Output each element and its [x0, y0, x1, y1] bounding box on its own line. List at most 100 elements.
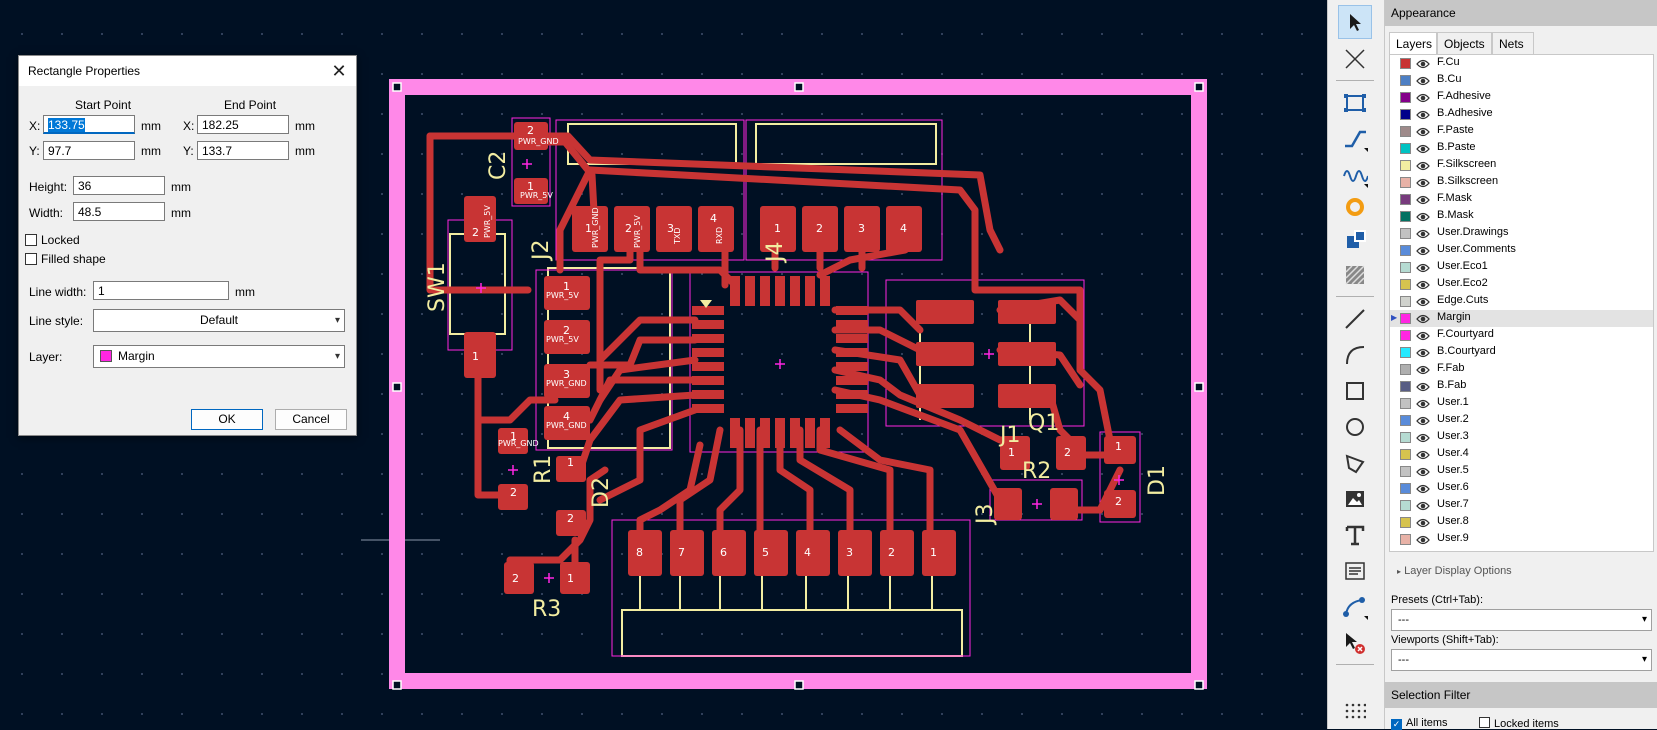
draw-circle-button[interactable]	[1338, 410, 1372, 444]
eye-icon[interactable]	[1416, 448, 1430, 462]
layer-row[interactable]: B.Courtyard	[1390, 344, 1653, 361]
layer-color-swatch[interactable]	[1400, 211, 1411, 222]
layer-row[interactable]: User.Comments	[1390, 242, 1653, 259]
tab-layers[interactable]: Layers	[1389, 32, 1437, 55]
layer-color-swatch[interactable]	[1400, 466, 1411, 477]
layer-color-swatch[interactable]	[1400, 415, 1411, 426]
layer-color-swatch[interactable]	[1400, 143, 1411, 154]
eye-icon[interactable]	[1416, 499, 1430, 513]
layer-color-swatch[interactable]	[1400, 245, 1411, 256]
layer-color-swatch[interactable]	[1400, 279, 1411, 290]
layer-row[interactable]: B.Adhesive	[1390, 106, 1653, 123]
layer-row[interactable]: User.2	[1390, 412, 1653, 429]
layer-row[interactable]: User.5	[1390, 463, 1653, 480]
layer-color-swatch[interactable]	[1400, 109, 1411, 120]
eye-icon[interactable]	[1416, 261, 1430, 275]
add-via-button[interactable]	[1338, 190, 1372, 224]
layer-row[interactable]: B.Fab	[1390, 378, 1653, 395]
add-dimension-button[interactable]	[1338, 590, 1372, 624]
add-footprint-button[interactable]	[1338, 86, 1372, 120]
layer-color-swatch[interactable]	[1400, 262, 1411, 273]
close-icon[interactable]: ✕	[331, 61, 347, 81]
tune-length-button[interactable]	[1338, 158, 1372, 192]
height-input[interactable]: 36	[73, 176, 165, 195]
layer-row[interactable]: User.3	[1390, 429, 1653, 446]
eye-icon[interactable]	[1416, 159, 1430, 173]
eye-icon[interactable]	[1416, 108, 1430, 122]
dialog-titlebar[interactable]: Rectangle Properties ✕	[19, 56, 356, 86]
layer-row[interactable]: User.Eco1	[1390, 259, 1653, 276]
eye-icon[interactable]	[1416, 176, 1430, 190]
eye-icon[interactable]	[1416, 397, 1430, 411]
layer-color-swatch[interactable]	[1400, 381, 1411, 392]
draw-polygon-button[interactable]	[1338, 446, 1372, 480]
draw-rectangle-button[interactable]	[1338, 374, 1372, 408]
end-y-input[interactable]: 133.7	[197, 141, 289, 160]
filter-locked-items[interactable]: Locked items	[1479, 717, 1559, 730]
layer-color-swatch[interactable]	[1400, 194, 1411, 205]
eye-icon[interactable]	[1416, 295, 1430, 309]
layer-select[interactable]: Margin ▾	[93, 345, 345, 368]
eye-icon[interactable]	[1416, 193, 1430, 207]
layer-row[interactable]: F.Fab	[1390, 361, 1653, 378]
layer-color-swatch[interactable]	[1400, 330, 1411, 341]
eye-icon[interactable]	[1416, 482, 1430, 496]
layer-color-swatch[interactable]	[1400, 449, 1411, 460]
locked-checkbox[interactable]	[25, 234, 37, 246]
eye-icon[interactable]	[1416, 244, 1430, 258]
select-tool-button[interactable]	[1338, 5, 1372, 39]
add-image-button[interactable]	[1338, 482, 1372, 516]
layer-color-swatch[interactable]	[1400, 432, 1411, 443]
eye-icon[interactable]	[1416, 278, 1430, 292]
draw-arc-button[interactable]	[1338, 338, 1372, 372]
cancel-button[interactable]: Cancel	[275, 409, 347, 430]
layer-color-swatch[interactable]	[1400, 296, 1411, 307]
width-input[interactable]: 48.5	[73, 202, 165, 221]
tab-nets[interactable]: Nets	[1492, 32, 1534, 54]
eye-icon[interactable]	[1416, 227, 1430, 241]
layer-color-swatch[interactable]	[1400, 364, 1411, 375]
eye-icon[interactable]	[1416, 57, 1430, 71]
layer-row[interactable]: B.Cu	[1390, 72, 1653, 89]
add-text-button[interactable]	[1338, 518, 1372, 552]
layer-row[interactable]: F.Paste	[1390, 123, 1653, 140]
end-x-input[interactable]: 182.25	[197, 115, 289, 134]
layer-color-swatch[interactable]	[1400, 92, 1411, 103]
layer-color-swatch[interactable]	[1400, 177, 1411, 188]
eye-icon[interactable]	[1416, 465, 1430, 479]
layer-row[interactable]: User.4	[1390, 446, 1653, 463]
tab-objects[interactable]: Objects	[1437, 32, 1492, 54]
add-textbox-button[interactable]	[1338, 554, 1372, 588]
line-style-select[interactable]: Default ▾	[93, 309, 345, 332]
eye-icon[interactable]	[1416, 516, 1430, 530]
layer-row[interactable]: B.Silkscreen	[1390, 174, 1653, 191]
line-width-input[interactable]: 1	[93, 281, 229, 300]
ok-button[interactable]: OK	[191, 409, 263, 430]
layer-color-swatch[interactable]	[1400, 500, 1411, 511]
eye-icon[interactable]	[1416, 312, 1430, 326]
layer-row[interactable]: User.9	[1390, 531, 1653, 548]
layer-color-swatch[interactable]	[1400, 228, 1411, 239]
add-pad-button[interactable]	[1338, 222, 1372, 256]
eye-icon[interactable]	[1416, 363, 1430, 377]
layer-row[interactable]: B.Paste	[1390, 140, 1653, 157]
layer-color-swatch[interactable]	[1400, 313, 1411, 324]
start-y-input[interactable]: 97.7	[43, 141, 135, 160]
layer-color-swatch[interactable]	[1400, 347, 1411, 358]
eye-icon[interactable]	[1416, 125, 1430, 139]
layer-row[interactable]: ▶Margin	[1390, 310, 1653, 327]
eye-icon[interactable]	[1416, 414, 1430, 428]
selection-handles[interactable]	[392, 82, 1204, 690]
all-items-checkbox[interactable]: ✓	[1391, 719, 1402, 730]
add-zone-button[interactable]	[1338, 258, 1372, 292]
layer-display-options-toggle[interactable]: ▸ Layer Display Options	[1389, 565, 1654, 583]
layer-row[interactable]: User.7	[1390, 497, 1653, 514]
eye-icon[interactable]	[1416, 91, 1430, 105]
local-ratsnest-button[interactable]	[1338, 42, 1372, 76]
layer-row[interactable]: Edge.Cuts	[1390, 293, 1653, 310]
delete-tool-button[interactable]	[1338, 626, 1372, 660]
route-track-button[interactable]	[1338, 122, 1372, 156]
layer-row[interactable]: User.8	[1390, 514, 1653, 531]
eye-icon[interactable]	[1416, 210, 1430, 224]
